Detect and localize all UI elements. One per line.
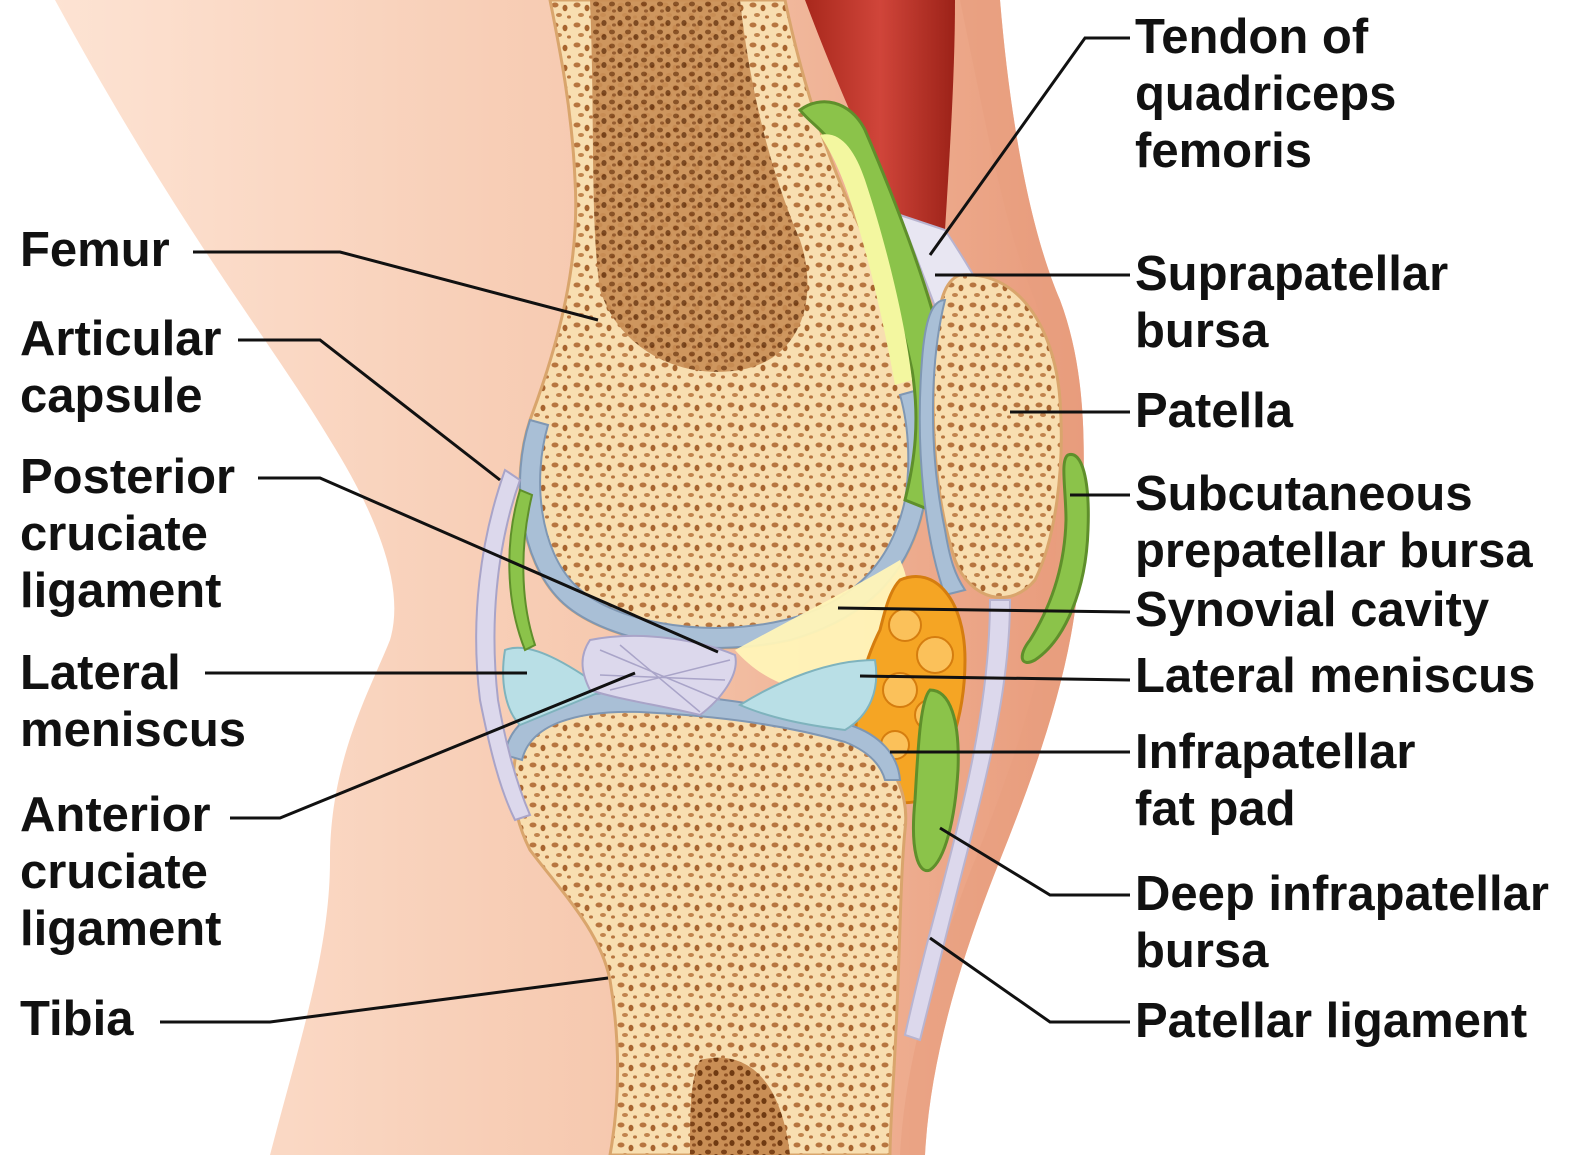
label-subcutaneous-prepatellar-bursa: Subcutaneous prepatellar bursa xyxy=(1135,466,1533,580)
label-lateral-meniscus-left: Lateral meniscus xyxy=(20,645,246,759)
label-anterior-cruciate-ligament: Anterior cruciate ligament xyxy=(20,787,221,958)
label-suprapatellar-bursa: Suprapatellar bursa xyxy=(1135,246,1448,360)
label-infrapatellar-fat-pad: Infrapatellar fat pad xyxy=(1135,724,1415,838)
label-patellar-ligament: Patellar ligament xyxy=(1135,993,1527,1050)
label-posterior-cruciate-ligament: Posterior cruciate ligament xyxy=(20,449,235,620)
label-patella: Patella xyxy=(1135,383,1293,440)
label-deep-infrapatellar-bursa: Deep infrapatellar bursa xyxy=(1135,866,1549,980)
label-tibia: Tibia xyxy=(20,991,133,1048)
label-synovial-cavity: Synovial cavity xyxy=(1135,582,1489,639)
label-lateral-meniscus-right: Lateral meniscus xyxy=(1135,648,1535,705)
label-tendon-of-quadriceps-femoris: Tendon of quadriceps femoris xyxy=(1135,9,1396,180)
label-articular-capsule: Articular capsule xyxy=(20,311,222,425)
label-femur: Femur xyxy=(20,222,170,279)
